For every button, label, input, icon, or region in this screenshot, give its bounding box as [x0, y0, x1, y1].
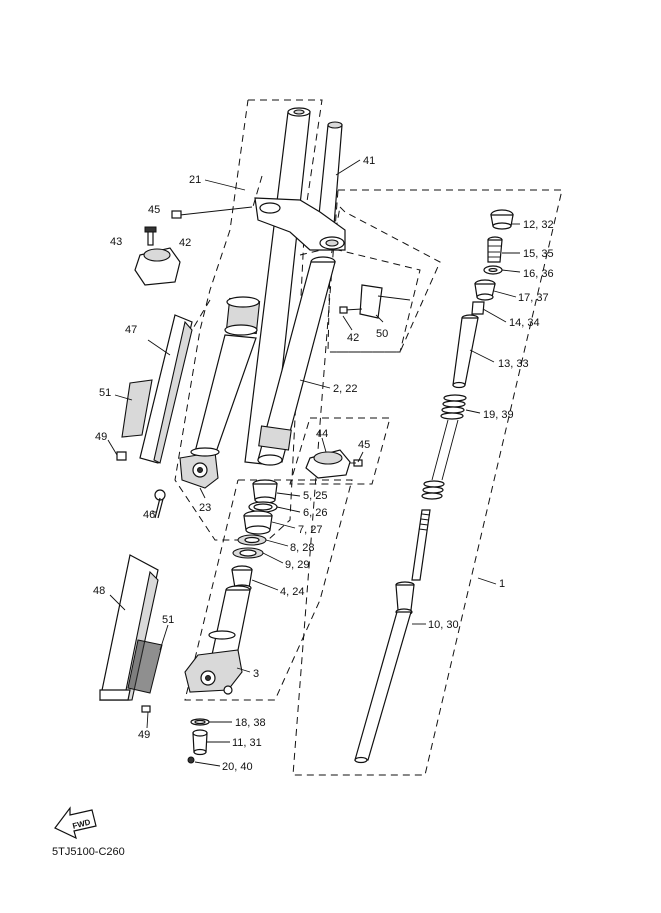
group-outline-21 — [174, 99, 323, 541]
label-46: 46 — [143, 509, 155, 521]
label-49-upper: 49 — [95, 431, 107, 443]
label-48: 48 — [93, 585, 105, 597]
bolt-42-upper — [171, 206, 253, 219]
inner-tube-2 — [257, 256, 336, 466]
label-13-33: 13, 33 — [498, 358, 529, 370]
group-outline-47-link — [191, 299, 211, 331]
fwd-arrow-icon: FWD — [54, 806, 97, 840]
label-51-lower: 51 — [162, 614, 174, 626]
fork-guard-47 — [116, 314, 193, 464]
label-1: 1 — [499, 578, 505, 590]
label-42-lower: 42 — [347, 332, 359, 344]
damper-cylinder-10 — [354, 581, 415, 764]
leader-lines — [107, 159, 521, 767]
handlebar-clamp-43 — [134, 226, 181, 286]
label-42-upper: 42 — [179, 237, 191, 249]
label-5-25: 5, 25 — [303, 490, 327, 502]
group-outline-lower — [184, 479, 353, 701]
nut-14 — [471, 301, 485, 315]
axle-bolt-46 — [154, 489, 166, 519]
diagram-code: 5TJ5100-C260 — [52, 846, 125, 858]
label-47: 47 — [125, 324, 137, 336]
label-18-38: 18, 38 — [235, 717, 266, 729]
label-12-32: 12, 32 — [523, 219, 554, 231]
label-50: 50 — [376, 328, 388, 340]
cap-bolt-12 — [490, 209, 514, 230]
group-outline-21-top-link — [251, 175, 263, 211]
spring-seat-15 — [487, 236, 503, 263]
label-7-27: 7, 27 — [298, 524, 322, 536]
collar-17 — [474, 279, 496, 301]
label-9-29: 9, 29 — [285, 559, 309, 571]
label-49-lower: 49 — [138, 729, 150, 741]
label-23: 23 — [199, 502, 211, 514]
label-14-34: 14, 34 — [509, 317, 540, 329]
group-outline-1 — [292, 189, 563, 776]
fwd-badge-text: FWD — [72, 818, 92, 831]
label-51-upper: 51 — [99, 387, 111, 399]
seal-stack — [232, 479, 278, 559]
spacer-13 — [452, 314, 479, 389]
label-17-37: 17, 37 — [518, 292, 549, 304]
label-20-40: 20, 40 — [222, 761, 253, 773]
group-outline-44 — [289, 417, 391, 485]
label-19-39: 19, 39 — [483, 409, 514, 421]
spring-19 — [421, 394, 467, 500]
label-4-24: 4, 24 — [280, 586, 304, 598]
label-43: 43 — [110, 236, 122, 248]
label-41: 41 — [363, 155, 375, 167]
label-16-36: 16, 36 — [523, 268, 554, 280]
label-45-lower: 45 — [358, 439, 370, 451]
label-8-28: 8, 28 — [290, 542, 314, 554]
group-outline-50 — [299, 247, 421, 353]
fork-guard-48 — [99, 554, 163, 713]
label-11-31: 11, 31 — [232, 737, 262, 749]
lower-clamp-44 — [305, 449, 363, 479]
outer-tube-lower-3 — [184, 585, 251, 695]
upper-bracket-steering-stem — [254, 121, 346, 251]
washer-16 — [483, 265, 503, 275]
label-21: 21 — [189, 174, 201, 186]
label-15-35: 15, 35 — [523, 248, 554, 260]
label-44: 44 — [316, 428, 328, 440]
bracket-50 — [339, 284, 383, 319]
label-6-26: 6, 26 — [303, 507, 327, 519]
damper-rod — [411, 509, 431, 581]
label-10-30: 10, 30 — [428, 619, 459, 631]
label-45-upper: 45 — [148, 204, 160, 216]
bottom-small-parts — [187, 718, 210, 764]
label-2-22: 2, 22 — [333, 383, 357, 395]
label-3: 3 — [253, 668, 259, 680]
